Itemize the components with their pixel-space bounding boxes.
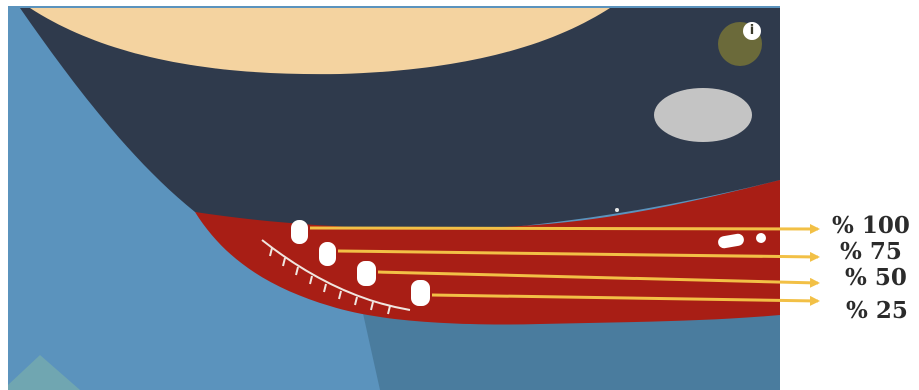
- label-100: % 100: [832, 214, 910, 237]
- dot-right: [756, 233, 766, 243]
- info-button[interactable]: i: [718, 22, 762, 66]
- info-icon: i: [743, 22, 761, 40]
- label-75: % 75: [840, 240, 902, 263]
- small-dot: [615, 208, 619, 212]
- capsule-level-100: [291, 220, 308, 244]
- grey-oval: [654, 88, 752, 142]
- label-25: % 25: [846, 299, 908, 322]
- capsule-level-50: [357, 261, 376, 286]
- capsule-level-25: [411, 280, 430, 306]
- capsule-level-75: [319, 242, 336, 266]
- label-50: % 50: [845, 266, 907, 289]
- arrow-100: [310, 228, 818, 229]
